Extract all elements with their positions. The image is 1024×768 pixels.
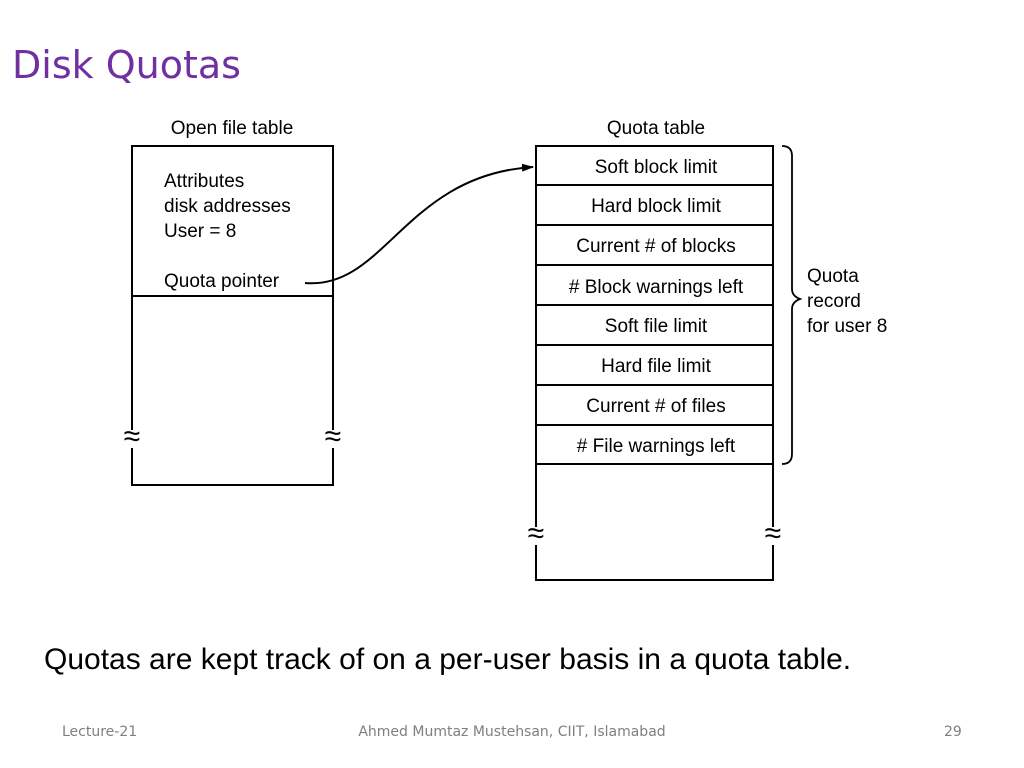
quota-row-soft-block-limit: Soft block limit (595, 157, 718, 178)
quota-table-heading: Quota table (607, 118, 705, 139)
open-file-entry-disk-addresses: disk addresses (164, 196, 291, 217)
brace-label-line-3: for user 8 (807, 316, 887, 337)
quota-row-current-files: Current # of files (586, 396, 725, 417)
quota-record-brace (781, 145, 803, 465)
quota-pointer-arrow (304, 163, 534, 285)
quota-row-block-warnings-left: # Block warnings left (569, 277, 744, 298)
quota-row-hard-file-limit: Hard file limit (601, 356, 712, 377)
footer-page-number: 29 (944, 724, 962, 740)
quota-row-soft-file-limit: Soft file limit (605, 316, 708, 337)
quota-table-break-left: ≈ (528, 517, 544, 550)
quota-row-current-blocks: Current # of blocks (576, 236, 735, 257)
quota-table-break-right: ≈ (765, 517, 781, 550)
brace-label-line-2: record (807, 291, 861, 312)
brace-label-line-1: Quota (807, 266, 859, 287)
open-file-table (131, 145, 334, 486)
open-file-entry-attributes: Attributes (164, 171, 244, 192)
open-table-break-right: ≈ (325, 420, 341, 453)
quota-diagram: Open file table Attributes disk addresse… (124, 118, 887, 581)
footer-lecture: Lecture-21 (62, 724, 138, 740)
open-table-break-left: ≈ (124, 420, 140, 453)
quota-table (535, 145, 774, 581)
quota-row-file-warnings-left: # File warnings left (577, 436, 736, 457)
quota-pointer-label: Quota pointer (164, 271, 280, 292)
slide-caption: Quotas are kept track of on a per-user b… (44, 643, 852, 676)
open-file-entry-user: User = 8 (164, 221, 236, 242)
footer-author: Ahmed Mumtaz Mustehsan, CIIT, Islamabad (358, 724, 666, 740)
open-file-table-heading: Open file table (171, 118, 294, 139)
quota-row-hard-block-limit: Hard block limit (591, 196, 722, 217)
slide-title: Disk Quotas (12, 43, 241, 87)
